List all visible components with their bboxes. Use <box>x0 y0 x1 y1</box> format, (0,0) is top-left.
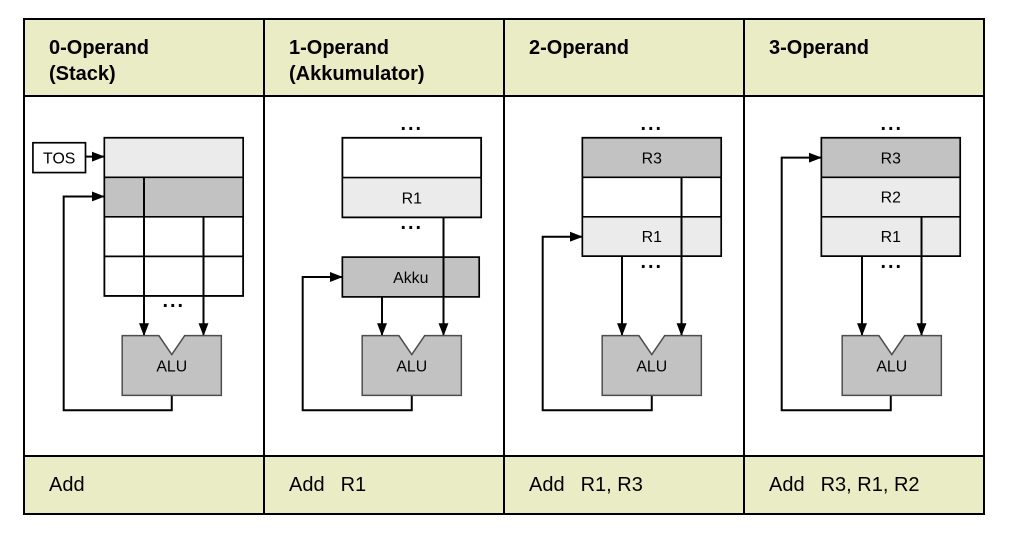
diagram-cell-2-operand: ... R3 R1 ... ALU <box>505 97 745 457</box>
ellipsis: ... <box>641 113 663 135</box>
header-subtitle: (Stack) <box>49 63 116 85</box>
alu-label: ALU <box>636 358 667 375</box>
alu-box <box>601 334 703 397</box>
ellipsis: ... <box>163 290 185 312</box>
header-1-operand: 1-Operand (Akkumulator) <box>265 20 505 97</box>
akku-box <box>341 256 481 298</box>
register-cell-r1 <box>582 216 722 257</box>
two-operand-architecture-diagram: ... R3 R1 ... ALU <box>541 113 723 412</box>
register-border <box>341 136 483 219</box>
ellipsis: ... <box>881 251 903 273</box>
tos-label: TOS <box>43 151 75 168</box>
alu-label: ALU <box>876 358 907 375</box>
register-cell-r3 <box>821 137 961 178</box>
register-cell-r1 <box>342 177 482 218</box>
stack-cell-tos <box>104 137 244 178</box>
instruction-operands: R1 <box>340 473 367 496</box>
alu-box <box>121 334 223 397</box>
alu-box <box>361 334 463 397</box>
alu-result-feedback-arrow <box>541 231 653 412</box>
instruction-1-operand: Add R1 <box>265 457 505 513</box>
three-operand-architecture-diagram: ... R3 R2 R1 ... ALU <box>780 113 962 412</box>
alu-result-feedback-arrow <box>62 191 173 412</box>
register-label-r1: R1 <box>642 229 662 246</box>
stack-architecture-diagram: TOS ... ALU <box>32 136 245 412</box>
instruction-mnemonic: Add <box>529 473 565 496</box>
register-label-r1: R1 <box>402 190 422 207</box>
alu-result-feedback-arrow <box>301 272 413 412</box>
register-label-r3: R3 <box>642 151 662 168</box>
instruction-operands: R1, R3 <box>580 473 643 496</box>
instruction-mnemonic: Add <box>289 473 325 496</box>
alu-label: ALU <box>156 358 187 375</box>
header-0-operand: 0-Operand (Stack) <box>25 20 265 97</box>
register-border <box>820 136 962 257</box>
alu-result-feedback-arrow <box>780 152 892 412</box>
diagram-cell-3-operand: ... R3 R2 R1 ... ALU <box>745 97 983 457</box>
ellipsis: ... <box>401 113 423 135</box>
register-cell-r2 <box>821 177 961 217</box>
diagram-cell-akkumulator: ... R1 ... Akku ALU <box>265 97 505 457</box>
alu-label: ALU <box>396 358 427 375</box>
register-label-r2: R2 <box>881 189 901 206</box>
register-cell-r3 <box>582 137 722 178</box>
instruction-2-operand: Add R1, R3 <box>505 457 745 513</box>
alu-box <box>841 334 943 397</box>
instruction-operands: R3, R1, R2 <box>820 473 920 496</box>
comparison-table: 0-Operand (Stack) 1-Operand (Akkumulator… <box>23 18 985 515</box>
header-title: 2-Operand <box>529 37 630 59</box>
header-2-operand: 2-Operand <box>505 20 745 97</box>
instruction-3-operand: Add R3, R1, R2 <box>745 457 983 513</box>
register-label-r1: R1 <box>881 229 901 246</box>
header-title: 3-Operand <box>769 37 870 59</box>
tos-box <box>32 141 87 174</box>
instruction-mnemonic: Add <box>49 473 85 496</box>
register-cell-r1 <box>821 216 961 257</box>
stack-border <box>103 136 245 297</box>
instruction-mnemonic: Add <box>769 473 805 496</box>
header-subtitle: (Akkumulator) <box>289 63 425 85</box>
register-label-r3: R3 <box>881 151 901 168</box>
diagram-cell-stack: TOS ... ALU <box>25 97 265 457</box>
header-title: 0-Operand <box>49 37 150 59</box>
stack-cell-second <box>104 177 244 217</box>
instruction-0-operand: Add <box>25 457 265 513</box>
register-border <box>581 136 723 257</box>
akkumulator-architecture-diagram: ... R1 ... Akku ALU <box>301 113 483 412</box>
ellipsis: ... <box>641 251 663 273</box>
header-title: 1-Operand <box>289 37 390 59</box>
ellipsis: ... <box>881 113 903 135</box>
header-3-operand: 3-Operand <box>745 20 983 97</box>
ellipsis: ... <box>401 212 423 234</box>
akku-label: Akku <box>393 270 428 287</box>
